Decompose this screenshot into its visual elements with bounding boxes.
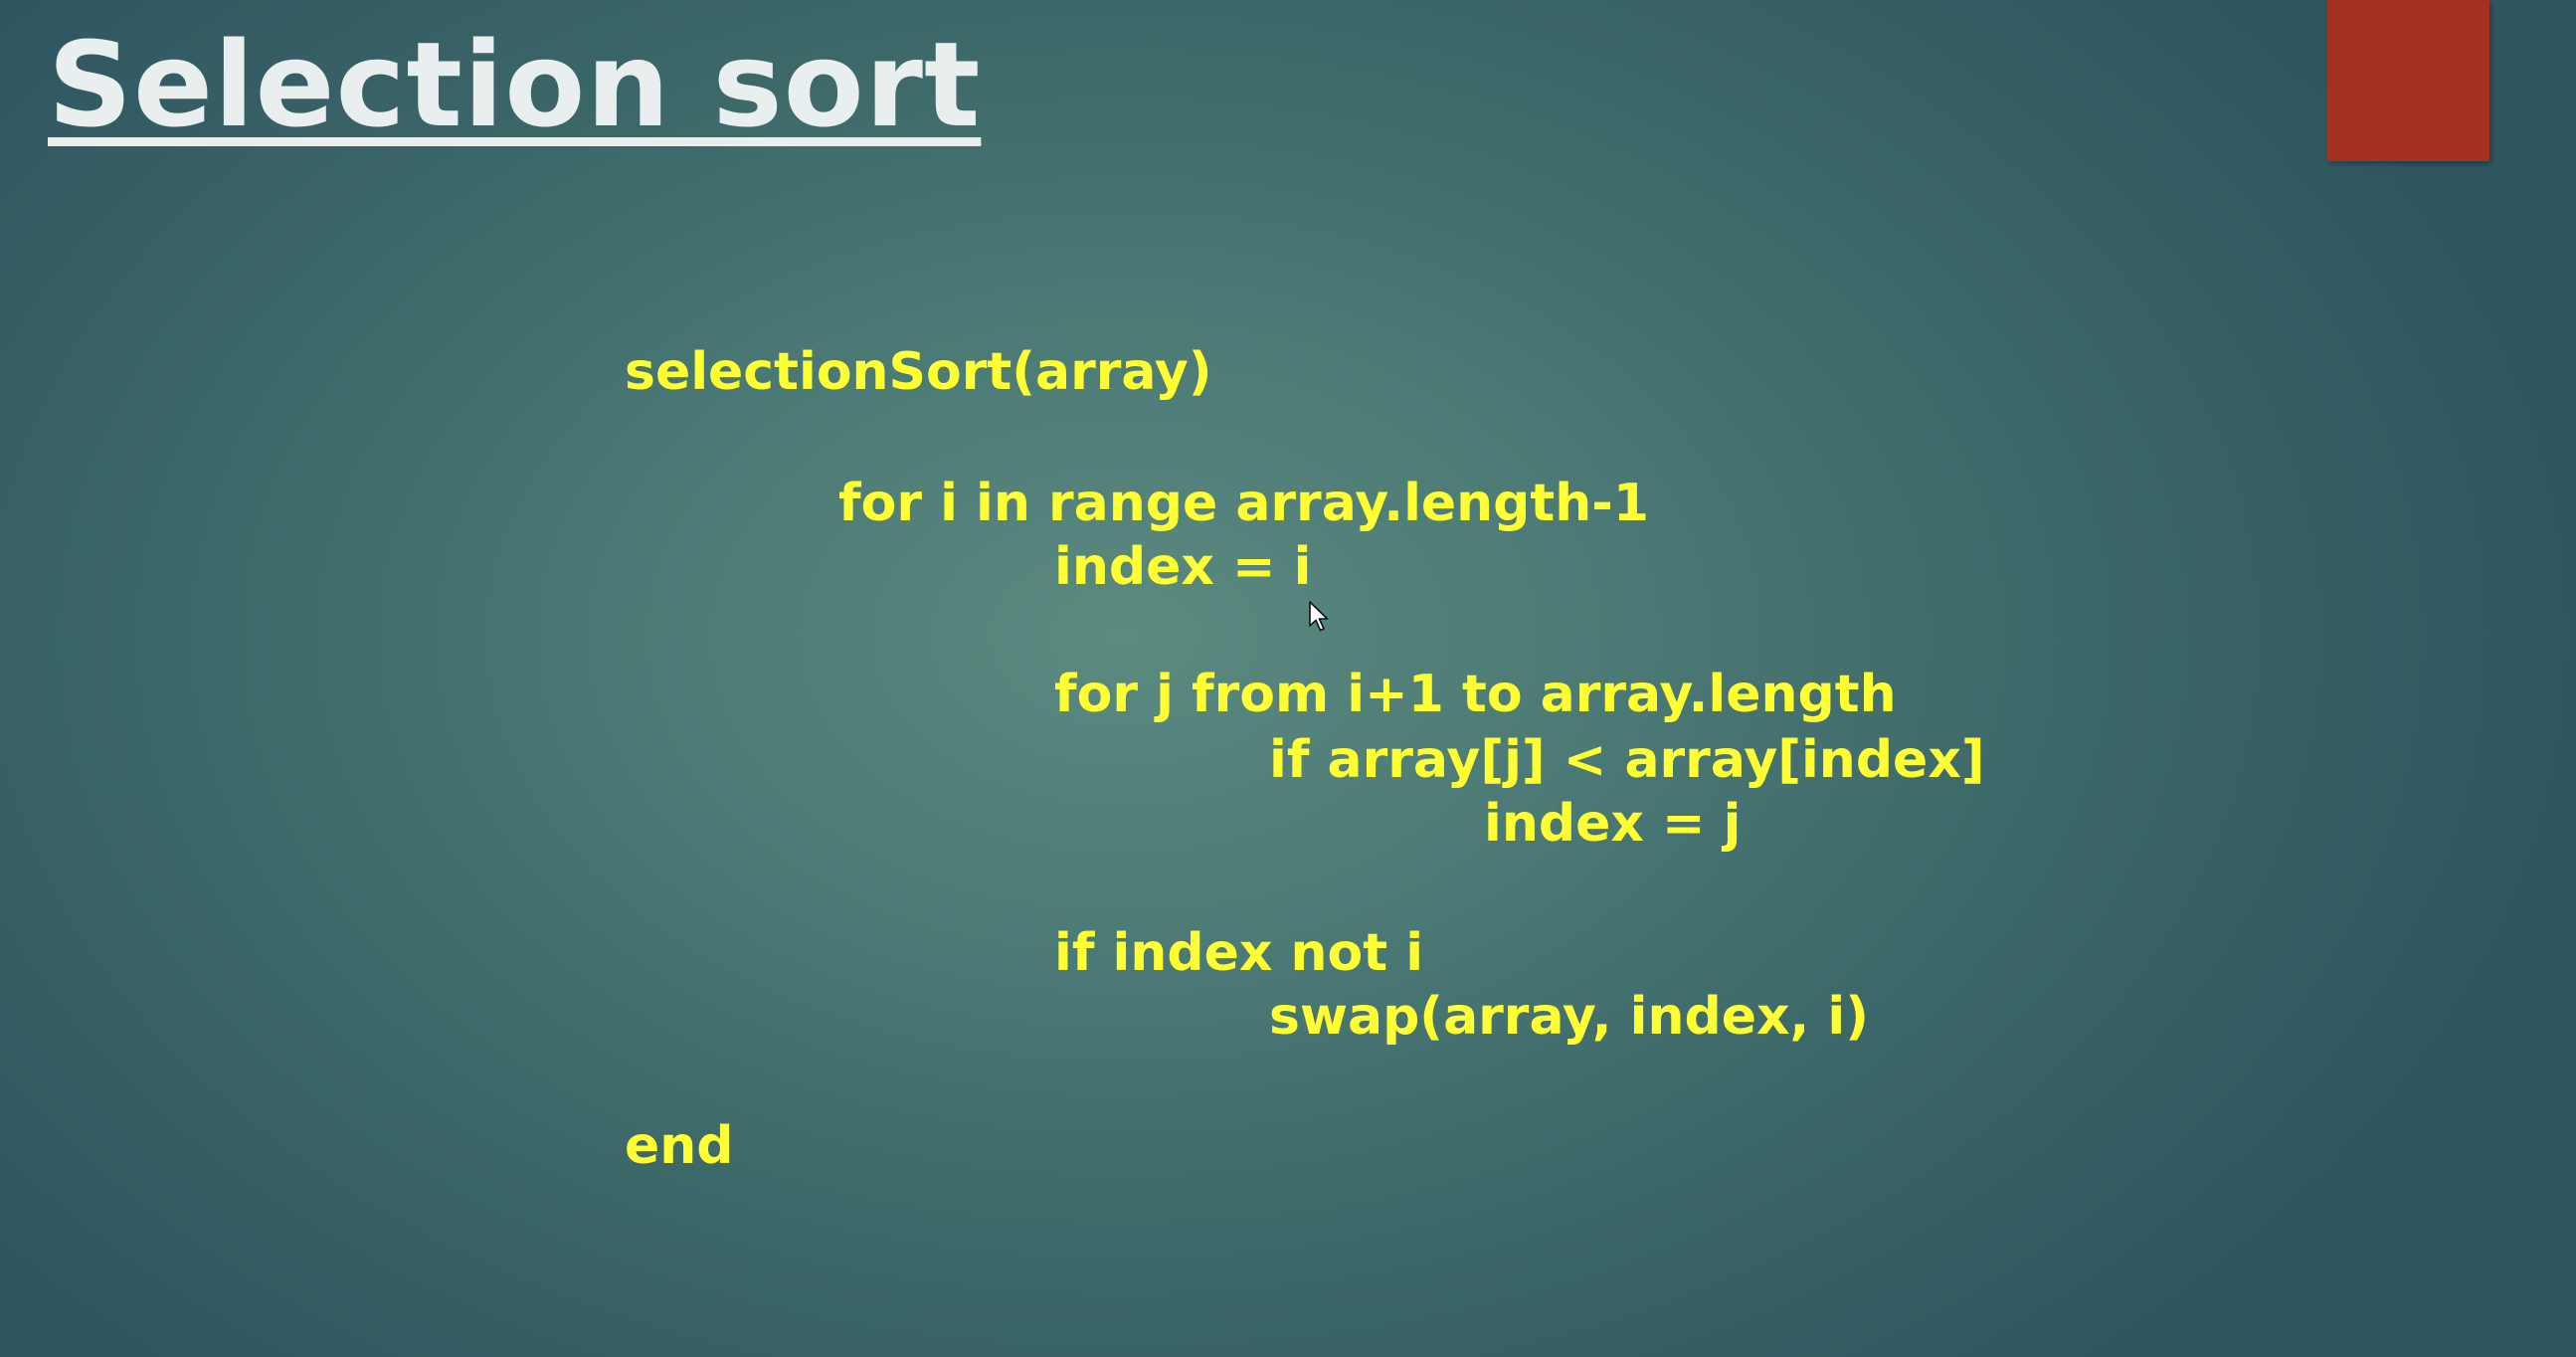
code-line-outer-loop: for i in range array.length-1: [838, 474, 1650, 533]
code-line-inner-loop: for j from i+1 to array.length: [1054, 665, 1897, 724]
code-line-function: selectionSort(array): [625, 342, 1212, 402]
mouse-pointer-icon: [1309, 601, 1329, 632]
code-line-index-init: index = i: [1054, 537, 1312, 597]
code-line-condition: if index not i: [1054, 923, 1424, 983]
code-line-swap: swap(array, index, i): [1269, 987, 1869, 1047]
code-line-compare: if array[j] < array[index]: [1269, 730, 1985, 790]
code-line-end: end: [625, 1116, 734, 1176]
slide-title: Selection sort: [48, 16, 982, 153]
code-line-index-update: index = j: [1484, 794, 1742, 854]
accent-block: [2327, 0, 2489, 161]
